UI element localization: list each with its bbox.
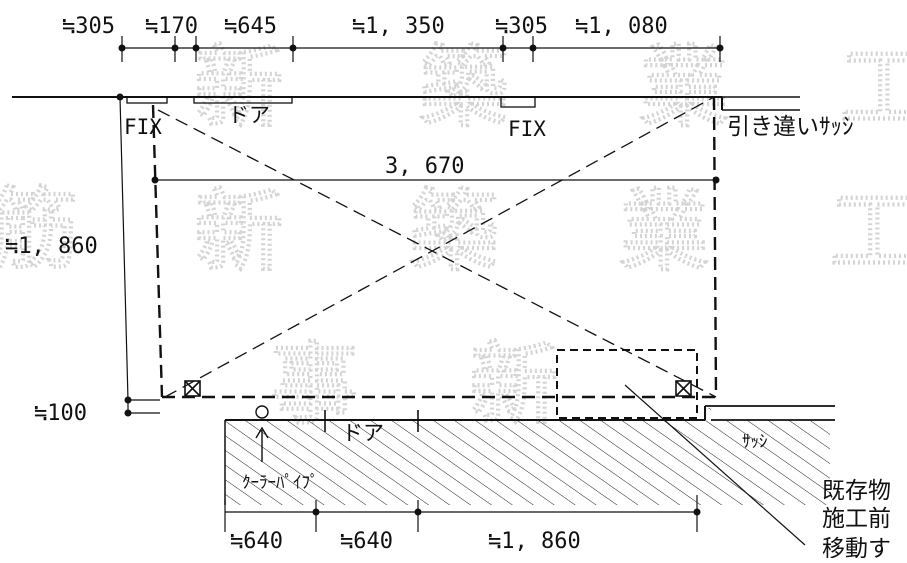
dim-span-3670: 3, 670 bbox=[385, 154, 464, 179]
watermark-char: 業 bbox=[620, 180, 708, 283]
dim-bottom-640b: ≒640 bbox=[340, 529, 393, 554]
note-leader-line bbox=[624, 384, 806, 546]
label-door-bottom: ドア bbox=[342, 421, 384, 445]
watermark-char: 築 bbox=[410, 180, 499, 283]
corner-mark-left bbox=[184, 380, 201, 397]
dim-top-645: ≒645 bbox=[224, 14, 277, 39]
watermark-char: 筋 bbox=[0, 178, 78, 281]
corner-mark-right bbox=[675, 380, 692, 397]
dim-top-170: ≒170 bbox=[145, 14, 198, 39]
cooler-pipe-marker bbox=[255, 405, 269, 462]
label-door-top: ドア bbox=[228, 103, 270, 127]
label-sliding-sash: 引き違いｻｯｼ bbox=[727, 114, 854, 140]
watermark-char: 工 bbox=[840, 36, 907, 139]
side-dimensions bbox=[119, 96, 160, 415]
dim-top-305b: ≒305 bbox=[495, 14, 548, 39]
label-fix-left: FIX bbox=[124, 115, 162, 139]
existing-object-box bbox=[556, 349, 698, 419]
dim-side-1860: ≒1, 860 bbox=[5, 234, 98, 259]
note-line-1: 既存物 bbox=[822, 478, 891, 504]
door-bottom-ticks bbox=[324, 410, 419, 432]
top-dimension-dots bbox=[118, 44, 724, 52]
watermark-char: 築 bbox=[420, 36, 509, 139]
note-line-2: 施工前 bbox=[822, 506, 891, 532]
label-fix-right: FIX bbox=[508, 117, 546, 141]
dim-top-1080: ≒1, 080 bbox=[575, 14, 668, 39]
bottom-dimension-chain bbox=[224, 495, 698, 532]
top-wall bbox=[12, 96, 800, 111]
note-line-3: 移動す bbox=[822, 536, 891, 558]
dim-bottom-640a: ≒640 bbox=[230, 529, 283, 554]
dim-top-1350: ≒1, 350 bbox=[352, 14, 445, 39]
dim-bottom-1860: ≒1, 860 bbox=[488, 529, 581, 554]
label-cooler-pipe: ｸｰﾗｰﾊﾟｲﾌﾟ bbox=[242, 473, 319, 493]
watermark-char: 新 bbox=[195, 180, 283, 283]
watermark-char: 工 bbox=[830, 180, 907, 283]
watermark-char: 新 bbox=[195, 36, 283, 139]
dim-side-100: ≒100 bbox=[34, 401, 87, 426]
label-sash-bottom: ｻｯｼ bbox=[742, 432, 768, 452]
dim-top-305: ≒305 bbox=[62, 14, 115, 39]
